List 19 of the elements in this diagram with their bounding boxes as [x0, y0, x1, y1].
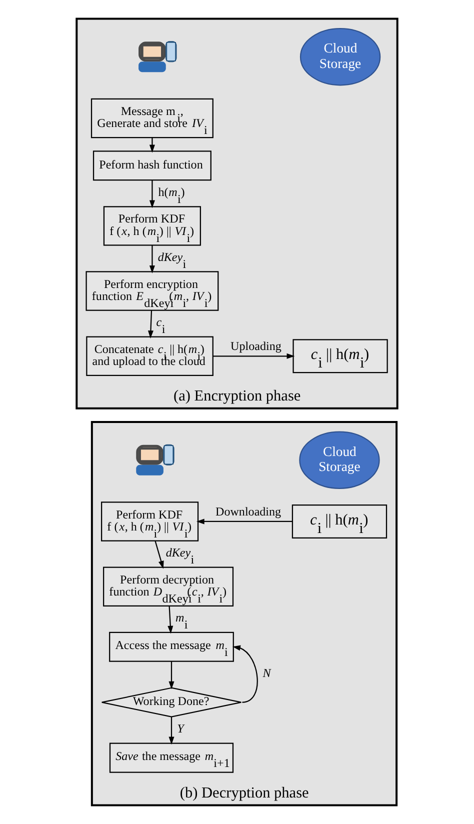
node-ellipse: Cloud Storage: [299, 431, 380, 489]
edge-label: Downloading: [216, 504, 282, 518]
arrow: [232, 645, 258, 703]
arrow: [149, 138, 155, 153]
arrow: [168, 606, 174, 634]
arrow: [148, 310, 154, 338]
node-ellipse: Cloud Storage: [300, 28, 381, 86]
edge-label: Uploading: [230, 339, 282, 354]
edge-label: N: [262, 666, 271, 680]
edge-label: Y: [177, 721, 184, 736]
node-diamond: Working Done?: [101, 687, 242, 718]
arrow: [168, 662, 174, 690]
arrow: [154, 540, 164, 569]
arrow: [149, 180, 155, 208]
arrow: [149, 245, 155, 274]
node-box: Peform hash function: [92, 150, 212, 181]
arrow: [212, 353, 295, 359]
arrow: [196, 518, 292, 524]
arrow: [168, 717, 174, 745]
